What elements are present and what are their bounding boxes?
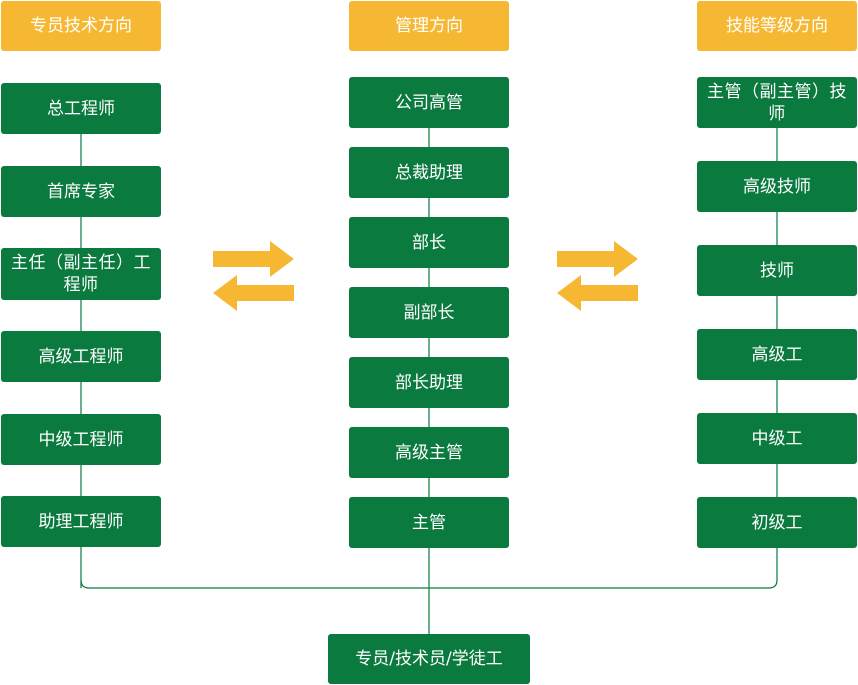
header-skill-direction: 技能等级方向	[697, 1, 857, 51]
node-junior-worker: 初级工	[697, 497, 857, 548]
node-senior-engineer: 高级工程师	[1, 331, 161, 382]
header-management-direction: 管理方向	[349, 1, 509, 51]
exchange-arrow-left-right	[557, 275, 638, 311]
node-senior-supervisor: 高级主管	[349, 427, 509, 478]
node-supervisor: 主管	[349, 497, 509, 548]
node-senior-technician: 高级技师	[697, 161, 857, 212]
node-technician: 技师	[697, 245, 857, 296]
node-base-entry: 专员/技术员/学徒工	[328, 634, 530, 684]
bottom-connector-line	[80, 579, 778, 589]
node-supervisor-technician: 主管（副主管）技师	[697, 77, 857, 128]
node-chief-engineer: 总工程师	[1, 83, 161, 134]
node-intermediate-worker: 中级工	[697, 413, 857, 464]
node-chief-expert: 首席专家	[1, 166, 161, 217]
node-company-executive: 公司高管	[349, 77, 509, 128]
node-assistant-engineer: 助理工程师	[1, 496, 161, 547]
node-president-assistant: 总裁助理	[349, 147, 509, 198]
node-deputy-minister: 副部长	[349, 287, 509, 338]
node-director-engineer: 主任（副主任）工程师	[1, 248, 161, 300]
node-senior-worker: 高级工	[697, 329, 857, 380]
node-intermediate-engineer: 中级工程师	[1, 414, 161, 465]
node-minister-assistant: 部长助理	[349, 357, 509, 408]
header-tech-direction: 专员技术方向	[1, 1, 161, 51]
node-minister: 部长	[349, 217, 509, 268]
exchange-arrow-left-left	[213, 275, 294, 311]
exchange-arrow-right-right	[557, 241, 638, 277]
exchange-arrow-right-left	[213, 241, 294, 277]
